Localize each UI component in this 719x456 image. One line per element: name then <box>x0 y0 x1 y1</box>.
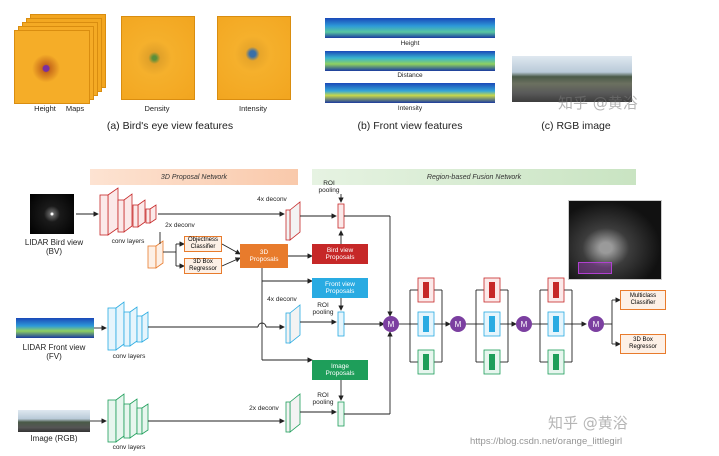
merge-label-3: M <box>521 320 528 329</box>
roi-pooling-label-3: ROI pooling <box>308 392 338 406</box>
merge-node-3 <box>516 316 532 332</box>
front-view-proposals-box: Front view Proposals <box>312 278 368 298</box>
multiclass-classifier-box: Multiclass Classifier <box>620 290 666 310</box>
roi-pool-fv-block <box>337 311 345 337</box>
deconv-4x-top-label: 4x deconv <box>257 196 287 203</box>
conv-layers-fv <box>107 301 149 351</box>
merge-label-4: M <box>593 320 600 329</box>
caption-c: (c) RGB image <box>541 120 611 132</box>
banner-region-fusion-network: Region-based Fusion Network <box>312 169 636 185</box>
rgb-image <box>512 56 632 102</box>
url-watermark: https://blog.csdn.net/orange_littlegirl <box>470 436 623 447</box>
fusion-result-image <box>568 200 662 280</box>
roi-pooling-label-1: ROI pooling <box>314 180 344 194</box>
deconv-2x-bot-label: 2x deconv <box>249 405 279 412</box>
fv-intensity-map <box>325 83 495 103</box>
deconv-bv <box>285 201 301 241</box>
merge-node-4 <box>588 316 604 332</box>
merge-node-2 <box>450 316 466 332</box>
multiclass-classifier-text: Multiclass Classifier <box>629 293 657 306</box>
label-density: Density <box>144 104 170 113</box>
bird-view-proposals-box: Bird view Proposals <box>312 244 368 264</box>
deconv-fv <box>285 304 301 344</box>
merge-label-1: M <box>388 320 395 329</box>
conv-layers-label-bv: conv layers <box>111 238 145 245</box>
proposals-3d-text: 3D Proposals <box>249 248 279 263</box>
input-label-rgb: Image (RGB) <box>30 434 78 443</box>
label-fv-height: Height <box>400 40 420 47</box>
lidar-front-view-image <box>16 318 94 338</box>
caption-a: (a) Bird's eye view features <box>106 120 234 132</box>
box-regressor-out-box: 3D Box Regressor <box>620 334 666 354</box>
bottom-watermark: 知乎 @黄浴 <box>548 414 628 432</box>
deconv-4x-mid-label: 4x deconv <box>267 296 297 303</box>
deconv-rgb <box>285 393 301 433</box>
box-regressor-out-text: 3D Box Regressor <box>629 337 657 350</box>
label-maps: Maps <box>65 104 85 113</box>
input-label-bv-text: LIDAR Bird view (BV) <box>24 238 84 257</box>
lidar-bird-view-image <box>30 194 74 234</box>
box-regressor-rpn-text: 3D Box Regressor <box>189 259 217 272</box>
front-view-proposals-text: Front view Proposals <box>325 280 355 295</box>
label-fv-intensity: Intensity <box>397 105 423 112</box>
objectness-classifier-text: Objectness Classifier <box>187 237 218 250</box>
image-proposals-text: Image Proposals <box>325 362 355 377</box>
top-watermark: 知乎 @黄浴 <box>558 94 638 112</box>
roi-pooling-text-1: ROI pooling <box>318 180 340 195</box>
deconv-2x-top-label: 2x deconv <box>165 222 195 229</box>
conv-layers-bv <box>99 187 157 236</box>
input-label-fv: LIDAR Front view (FV) <box>14 343 94 361</box>
objectness-classifier-box: Objectness Classifier <box>184 236 222 252</box>
conv-layers-rgb <box>107 393 149 443</box>
rgb-input-image <box>18 410 90 432</box>
roi-pool-bv-block <box>337 203 345 229</box>
conv-layers-label-fv: conv layers <box>112 353 146 360</box>
conv-layers-label-rgb: conv layers <box>112 444 146 451</box>
bev-intensity-map <box>217 16 291 100</box>
merge-node-1 <box>383 316 399 332</box>
fv-distance-map <box>325 51 495 71</box>
roi-pool-rgb-block <box>337 401 345 427</box>
banner-3d-proposal-network: 3D Proposal Network <box>90 169 298 185</box>
bird-view-proposals-text: Bird view Proposals <box>325 246 355 261</box>
fv-height-map <box>325 18 495 38</box>
label-height: Height <box>34 104 56 113</box>
bev-density-map <box>121 16 195 100</box>
input-label-bv: LIDAR Bird view (BV) <box>14 238 94 256</box>
box-regressor-rpn-box: 3D Box Regressor <box>184 258 222 274</box>
fusion-result-box <box>578 262 612 274</box>
input-label-fv-text: LIDAR Front view (FV) <box>22 343 86 362</box>
deconv-block-bv <box>147 240 164 269</box>
caption-b: (b) Front view features <box>357 120 463 132</box>
roi-pooling-text-3: ROI pooling <box>312 392 334 407</box>
merge-label-2: M <box>455 320 462 329</box>
bev-height-maps-stack <box>14 14 110 104</box>
label-fv-distance: Distance <box>397 72 423 79</box>
proposals-3d-box: 3D Proposals <box>240 244 288 268</box>
image-proposals-box: Image Proposals <box>312 360 368 380</box>
roi-pooling-label-2: ROI pooling <box>308 302 338 316</box>
label-intensity: Intensity <box>239 104 267 113</box>
roi-pooling-text-2: ROI pooling <box>312 302 334 317</box>
